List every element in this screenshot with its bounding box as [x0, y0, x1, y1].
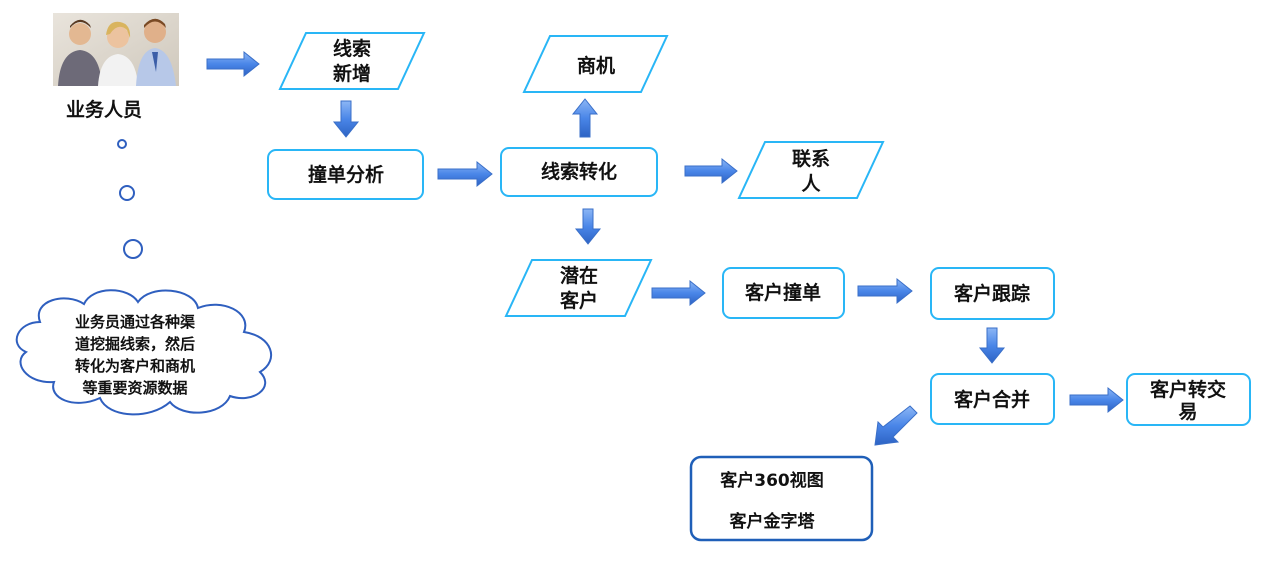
node-lead-new: 线索 新增 — [278, 32, 426, 90]
node-customer-merge-label: 客户合并 — [954, 388, 1030, 411]
node-lead-convert-label: 线索转化 — [541, 160, 617, 183]
node-customer-transfer: 客户转交 易 — [1126, 373, 1251, 426]
description-cloud: 业务员通过各种渠 道挖掘线索，然后 转化为客户和商机 等重要资源数据 — [15, 289, 272, 416]
node-customer-view-line-1: 客户360视图 — [719, 470, 824, 491]
cloud-text-line-4: 等重要资源数据 — [82, 379, 187, 397]
cloud-text-line-3: 转化为客户和商机 — [75, 357, 195, 375]
arrow-merge-to-view — [874, 405, 918, 446]
arrow-merge-to-transfer — [1069, 386, 1124, 414]
node-lead-new-line-1: 线索 — [333, 37, 371, 60]
node-customer-transfer-line-1: 客户转交 — [1150, 378, 1226, 401]
node-customer-collision-label: 客户撞单 — [745, 281, 821, 304]
node-customer-view-line-3: 客户金字塔 — [729, 511, 816, 532]
node-lead-convert: 线索转化 — [500, 147, 658, 197]
node-collision-analysis-label: 撞单分析 — [308, 163, 384, 186]
node-contact-line-1: 联系 — [792, 148, 830, 170]
node-customer-merge: 客户合并 — [930, 373, 1055, 425]
node-potential-customer-line-1: 潜在 — [560, 264, 598, 287]
node-customer-collision: 客户撞单 — [722, 267, 845, 319]
arrow-lead-to-analysis — [332, 100, 360, 138]
arrow-potential-to-collision — [651, 279, 706, 307]
cloud-text-line-2: 道挖掘线索，然后 — [75, 335, 195, 353]
arrow-follow-to-merge — [978, 327, 1006, 364]
node-lead-new-line-2: 新增 — [333, 62, 371, 85]
arrow-collision-to-follow — [857, 277, 913, 305]
node-contact-line-2: 人 — [801, 173, 821, 195]
person-label: 业务人员 — [66, 98, 142, 121]
arrow-analysis-to-convert — [437, 160, 493, 188]
node-customer-follow-label: 客户跟踪 — [954, 282, 1030, 305]
arrow-convert-to-potential — [574, 208, 602, 245]
thought-bubble-small — [117, 139, 127, 149]
arrow-convert-to-contact — [684, 157, 738, 185]
node-customer-follow: 客户跟踪 — [930, 267, 1055, 320]
thought-bubble-medium — [119, 185, 135, 201]
node-opportunity-label: 商机 — [577, 54, 615, 77]
node-opportunity: 商机 — [522, 35, 669, 93]
arrow-convert-to-opportunity — [571, 98, 599, 138]
node-customer-view: 客户360视图 客户金字塔 — [689, 455, 874, 542]
node-potential-customer: 潜在 客户 — [504, 259, 653, 317]
node-collision-analysis: 撞单分析 — [267, 149, 424, 200]
node-contact: 联系 人 — [737, 141, 885, 199]
thought-bubble-large — [123, 239, 143, 259]
arrow-person-to-lead — [206, 50, 260, 78]
node-customer-transfer-line-2: 易 — [1178, 401, 1197, 423]
people-photo-icon — [53, 13, 179, 86]
cloud-text-line-1: 业务员通过各种渠 — [75, 313, 195, 331]
node-potential-customer-line-2: 客户 — [560, 289, 598, 312]
